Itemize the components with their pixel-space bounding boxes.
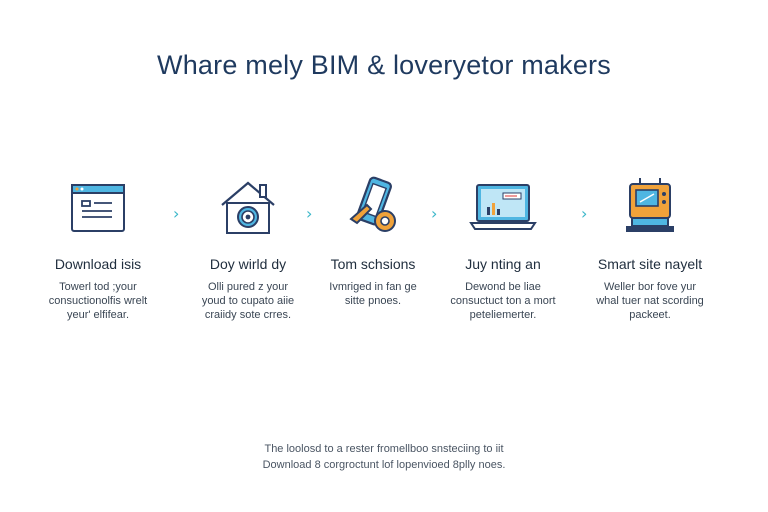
- step-label: Doy wirld dy: [209, 256, 287, 272]
- phone-key-icon: [349, 176, 396, 232]
- chevron-right-icon: ›: [581, 204, 588, 223]
- step-description: Ivmriged in fan ge sitte pnoes.: [329, 281, 417, 307]
- step-label: Smart site nayelt: [597, 256, 703, 272]
- footer-line: Download 8 corgroctunt lof lopenvioed 8p…: [262, 459, 506, 471]
- chevron-right-icon: ›: [173, 204, 180, 223]
- step-download: Download isis Towerl tod ;your consuctio…: [28, 172, 168, 322]
- step-label: Juy nting an: [465, 256, 541, 272]
- process-steps: Download isis Towerl tod ;your consuctio…: [28, 172, 740, 332]
- step-phone: Tom schsions Ivmriged in fan ge sitte pn…: [303, 172, 443, 308]
- step-label: Download isis: [54, 256, 142, 272]
- house-target-icon: [221, 181, 275, 234]
- step-device: Smart site nayelt Weller bor fove yur wh…: [580, 172, 720, 322]
- page-title: Whare mely BIM & loveryetor makers: [157, 50, 611, 80]
- step-description: Towerl tod ;your consuctionolfis wrelt y…: [48, 281, 148, 321]
- step-description: Olli pured z your youd to cupato aiie cr…: [201, 281, 295, 321]
- step-house: Doy wirld dy Olli pured z your youd to c…: [178, 172, 318, 322]
- chevron-right-icon: ›: [306, 204, 313, 223]
- footer-line: The loolosd to a rester fromellboo snste…: [264, 443, 504, 455]
- footer-note: The loolosd to a rester fromellboo snste…: [0, 441, 768, 473]
- step-description: Weller bor fove yur whal tuer nat scordi…: [596, 281, 704, 321]
- chevron-right-icon: ›: [431, 204, 438, 223]
- construction-device-icon: [626, 178, 674, 232]
- step-description: Dewond be liae consuctuct ton a mort pet…: [450, 281, 556, 321]
- step-laptop: Juy nting an Dewond be liae consuctuct t…: [433, 172, 573, 322]
- browser-window-icon: [71, 184, 125, 232]
- step-label: Tom schsions: [330, 256, 416, 272]
- laptop-chart-icon: [469, 184, 537, 230]
